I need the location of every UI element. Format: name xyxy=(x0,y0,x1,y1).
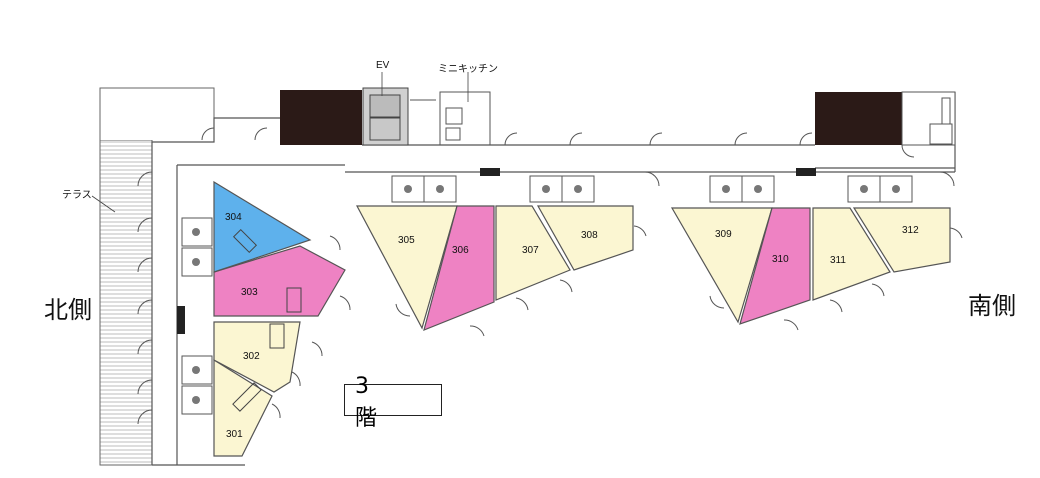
room-308 xyxy=(536,205,634,271)
terrace-label: テラス xyxy=(62,190,92,201)
mini-kitchen-area xyxy=(410,91,491,146)
south-side-label: 南側 xyxy=(968,292,1016,320)
pillars xyxy=(177,168,816,334)
elevator-label: EV xyxy=(376,60,390,71)
doors xyxy=(137,127,963,425)
bathroom-units xyxy=(181,175,913,415)
floor-label: 3 階 xyxy=(344,374,442,431)
room-label-309: 309 xyxy=(715,229,732,240)
room-label-310: 310 xyxy=(772,254,789,265)
room-306 xyxy=(423,205,495,332)
mini-kitchen-label: ミニキッチン xyxy=(438,64,498,75)
room-305 xyxy=(356,205,458,330)
room-label-312: 312 xyxy=(902,225,919,236)
stair-block-west xyxy=(280,90,362,145)
room-309 xyxy=(670,207,773,324)
room-label-301: 301 xyxy=(226,429,243,440)
elevator-shaft xyxy=(362,87,409,146)
room-302 xyxy=(213,321,301,393)
room-label-302: 302 xyxy=(243,351,260,362)
room-label-303: 303 xyxy=(241,287,258,298)
north-side-label: 北側 xyxy=(44,296,92,324)
room-shapes xyxy=(213,180,951,457)
furniture xyxy=(232,228,302,412)
leader-lines xyxy=(91,72,469,213)
room-310 xyxy=(739,207,811,325)
room-303 xyxy=(213,245,346,317)
stair-blocks xyxy=(280,90,956,146)
room-label-305: 305 xyxy=(398,235,415,246)
room-304 xyxy=(213,180,312,273)
room-label-307: 307 xyxy=(522,245,539,256)
room-label-304: 304 xyxy=(225,212,242,223)
room-label-311: 311 xyxy=(830,255,846,266)
room-312 xyxy=(852,207,951,273)
fixtures xyxy=(192,185,900,404)
room-label-308: 308 xyxy=(581,230,598,241)
stair-block-east xyxy=(815,92,902,145)
room-311 xyxy=(812,207,891,301)
room-label-306: 306 xyxy=(452,245,469,256)
room-307 xyxy=(495,205,571,301)
